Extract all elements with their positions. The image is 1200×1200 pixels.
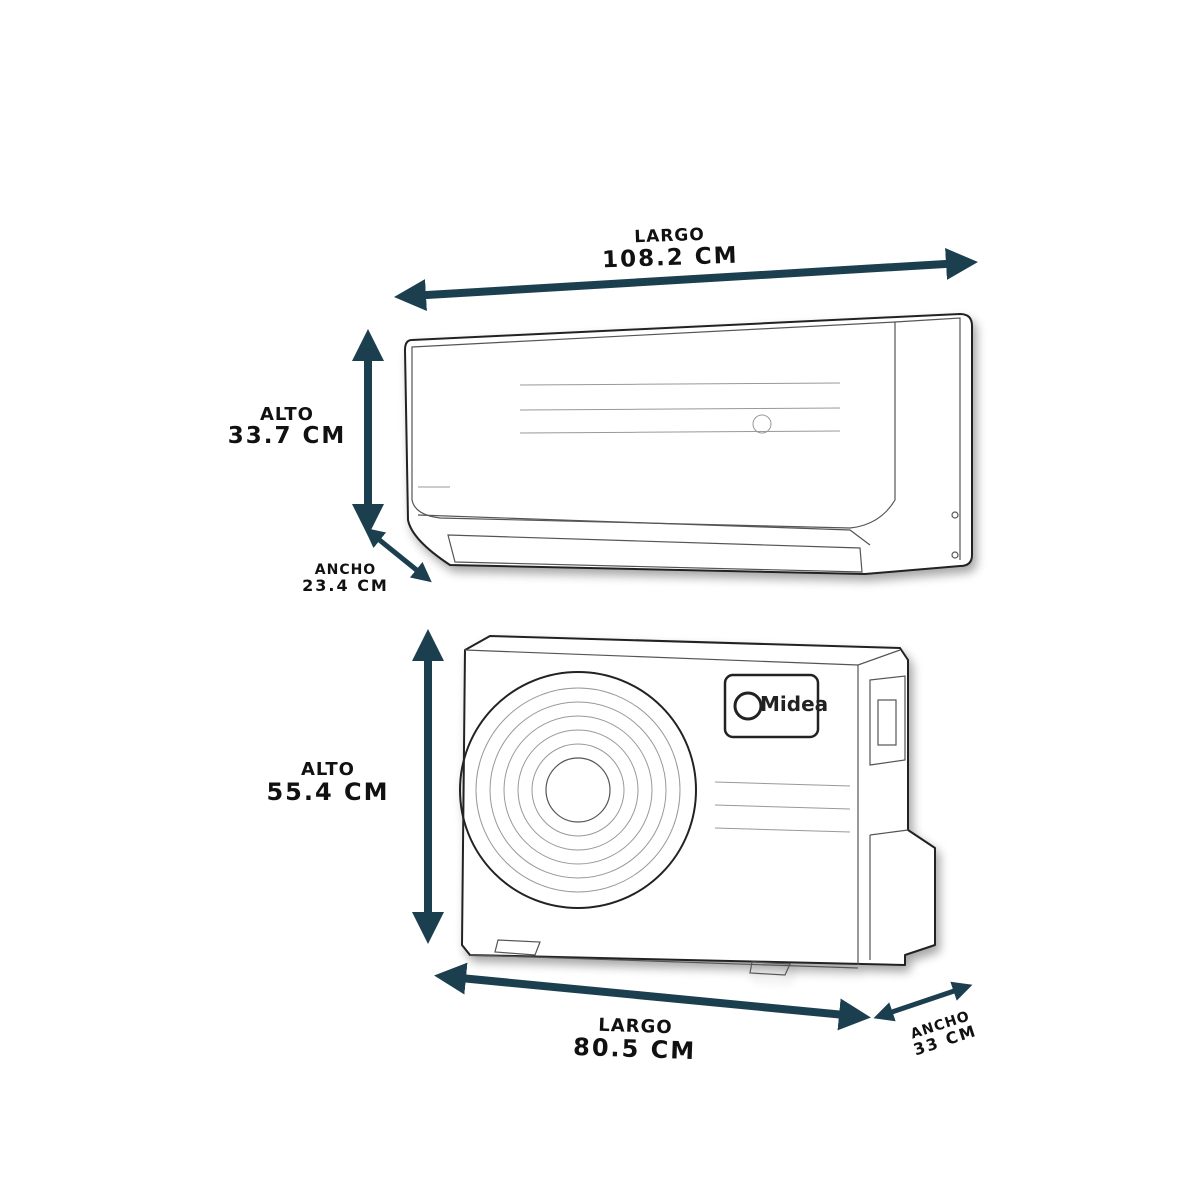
indoor-height-value: 33.7 CM: [227, 423, 347, 449]
indoor-length-label: LARGO 108.2 CM: [559, 224, 780, 274]
outdoor-depth-arrow: [873, 981, 973, 1022]
outdoor-height-word: ALTO: [300, 759, 355, 780]
indoor-unit: [404, 313, 973, 575]
indoor-height-label: ALTO 33.7 CM: [212, 406, 362, 448]
outdoor-length-label: LARGO 80.5 CM: [539, 1015, 730, 1065]
outdoor-unit: [459, 635, 936, 976]
outdoor-length-arrow: [434, 962, 871, 1031]
indoor-depth-arrow: [364, 527, 432, 583]
indoor-depth-word: ANCHO: [314, 562, 377, 578]
fan-grille: [459, 671, 697, 909]
outdoor-height-label: ALTO 55.4 CM: [248, 759, 408, 806]
outdoor-height-value: 55.4 CM: [266, 778, 390, 806]
indoor-height-word: ALTO: [259, 404, 314, 425]
indoor-depth-label: ANCHO 23.4 CM: [283, 563, 408, 594]
brand-name: Midea: [760, 692, 829, 716]
indoor-length-arrow: [394, 247, 978, 312]
indoor-depth-value: 23.4 CM: [302, 576, 389, 595]
brand-logo: [723, 673, 820, 739]
